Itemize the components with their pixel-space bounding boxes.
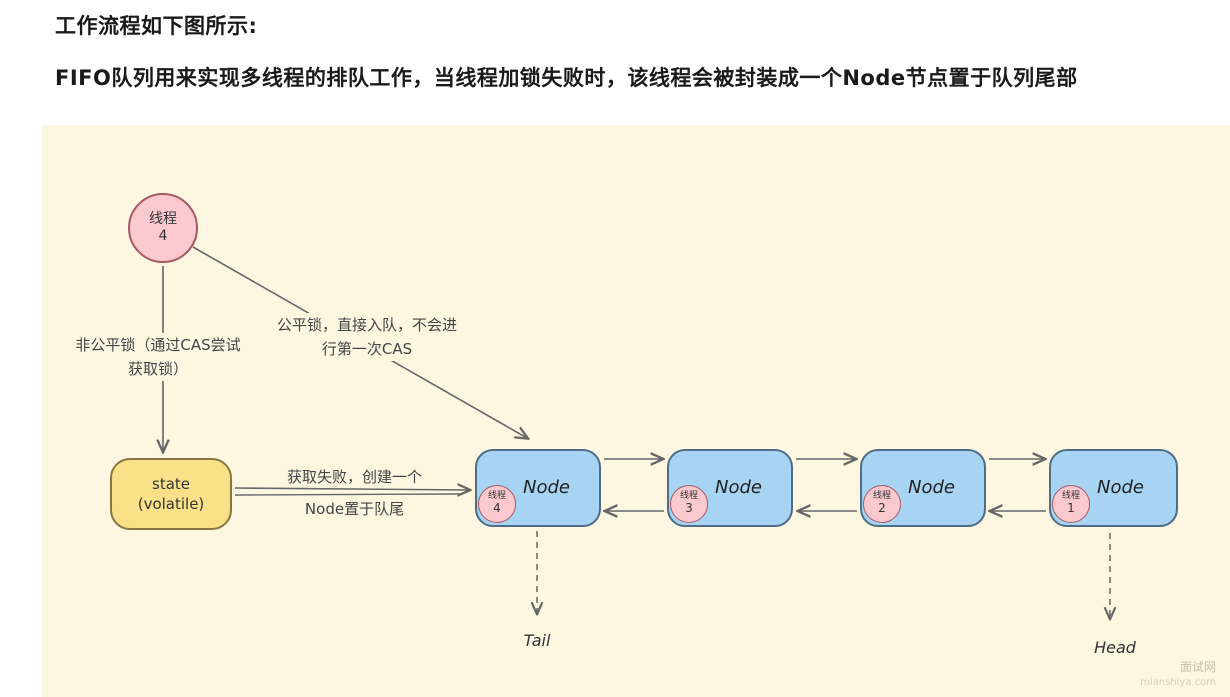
queue-node-2: Node 线程 3 [667,449,793,527]
state-box-line1: state [152,474,190,493]
page-title: 工作流程如下图所示: [55,14,258,38]
node-thread-circle: 线程 2 [863,485,901,523]
watermark-site-url: mianshiya.com [1140,677,1216,688]
watermark: 面试网 mianshiya.com [1140,660,1216,689]
tail-label: Tail [523,631,551,650]
node-thread-circle: 线程 3 [670,485,708,523]
queue-node-3: Node 线程 2 [860,449,986,527]
node-thread-label: 线程 [872,491,891,502]
aqs-fifo-diagram: 线程 4 非公平锁（通过CAS尝试 获取锁） 公平锁，直接入队，不会进 行第一次… [42,125,1230,697]
fair-lock-annotation: 公平锁，直接入队，不会进 行第一次CAS [257,313,477,361]
node-thread-label: 线程 [1061,491,1080,502]
node-thread-circle: 线程 1 [1052,485,1090,523]
state-box: state (volatile) [110,458,232,530]
node-thread-number: 1 [1067,501,1075,516]
node-label: Node [523,477,570,498]
state-box-line2: (volatile) [137,495,205,513]
node-thread-number: 4 [493,501,501,516]
acquire-fail-annotation-line2: Node置于队尾 [304,500,405,518]
arrow-enqueue-stroke2 [234,493,461,496]
queue-node-1: Node 线程 4 [475,449,601,527]
thread-circle-label: 线程 [149,210,177,227]
queue-node-4: Node 线程 1 [1049,449,1178,527]
watermark-site-name: 面试网 [1179,660,1216,675]
unfair-lock-annotation: 非公平锁（通过CAS尝试 获取锁） [68,333,248,381]
node-thread-circle: 线程 4 [478,485,516,523]
node-thread-number: 3 [685,501,693,516]
node-label: Node [908,477,955,498]
node-thread-label: 线程 [679,491,698,502]
thread-circle: 线程 4 [128,193,198,263]
acquire-fail-annotation-line1: 获取失败，创建一个 [286,468,422,486]
page-subtitle: FIFO队列用来实现多线程的排队工作，当线程加锁失败时，该线程会被封装成一个No… [55,66,1078,90]
node-thread-label: 线程 [487,491,506,502]
connector-arrows [42,246,1230,697]
node-thread-number: 2 [878,501,886,516]
thread-circle-number: 4 [158,228,168,244]
node-label: Node [715,477,762,498]
head-label: Head [1094,638,1136,657]
arrow-enqueue [234,488,469,490]
node-label: Node [1097,477,1144,498]
